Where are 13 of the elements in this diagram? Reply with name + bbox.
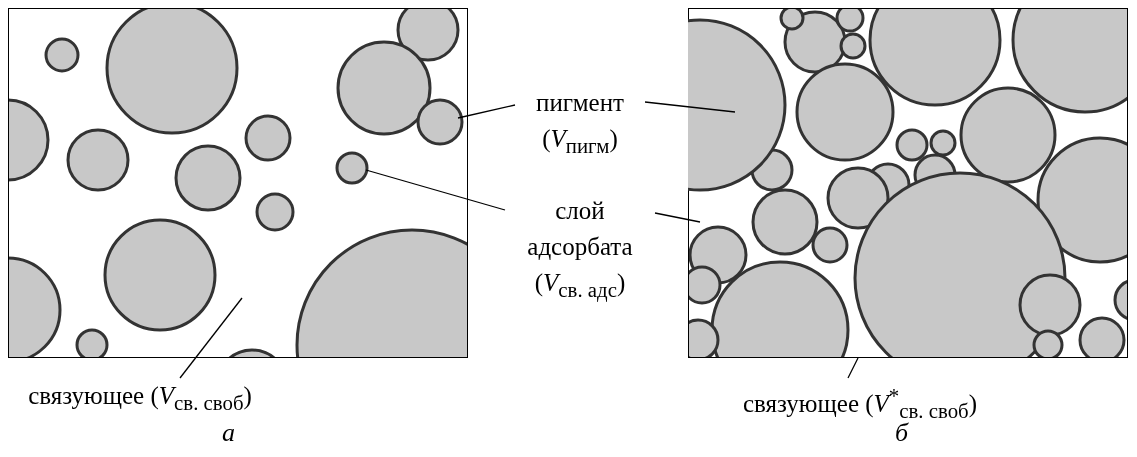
panel-letter: а xyxy=(222,418,235,448)
pigment-particle xyxy=(416,98,464,146)
panel-letter: б xyxy=(895,418,909,448)
callout-text: связующее (V$_{св. своб}$) xyxy=(10,378,270,421)
leader-line xyxy=(365,169,506,211)
pigment-particle xyxy=(688,18,787,192)
leader-line xyxy=(457,104,516,119)
leader-line xyxy=(847,357,859,379)
callout-text: слой адсорбата (V$_{св. адс}$) xyxy=(505,193,655,308)
leader-line xyxy=(644,101,736,113)
leader-line xyxy=(179,297,243,379)
leader-line xyxy=(654,212,701,223)
callout-text: пигмент (V$_{пигм}$) xyxy=(515,85,645,164)
